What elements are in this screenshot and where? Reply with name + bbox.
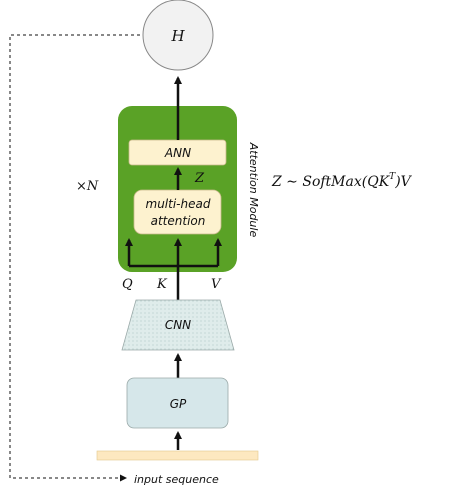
cnn-label: CNN <box>165 318 191 332</box>
input-sequence-label: input sequence <box>134 473 219 486</box>
z-label: Z <box>194 171 205 186</box>
k-label: K <box>156 277 168 292</box>
h-node <box>142 0 214 71</box>
repeat-n-label: ×N <box>76 179 99 194</box>
mha-label-line1: multi-head <box>146 197 211 211</box>
q-label: Q <box>122 277 133 292</box>
gp-label: GP <box>170 397 187 411</box>
mha-label-line2: attention <box>151 214 206 228</box>
input-sequence-bar <box>96 450 259 461</box>
v-label: V <box>211 277 222 292</box>
gp-box <box>126 377 229 429</box>
cnn-block <box>121 299 235 351</box>
attention-module-label: Attention Module <box>247 142 260 238</box>
ann-label: ANN <box>164 146 191 160</box>
h-node-label: H <box>170 27 185 45</box>
attention-formula: Z ∼ SoftMax(QKT)V <box>271 172 413 190</box>
feedback-loop-arrow <box>9 34 140 482</box>
